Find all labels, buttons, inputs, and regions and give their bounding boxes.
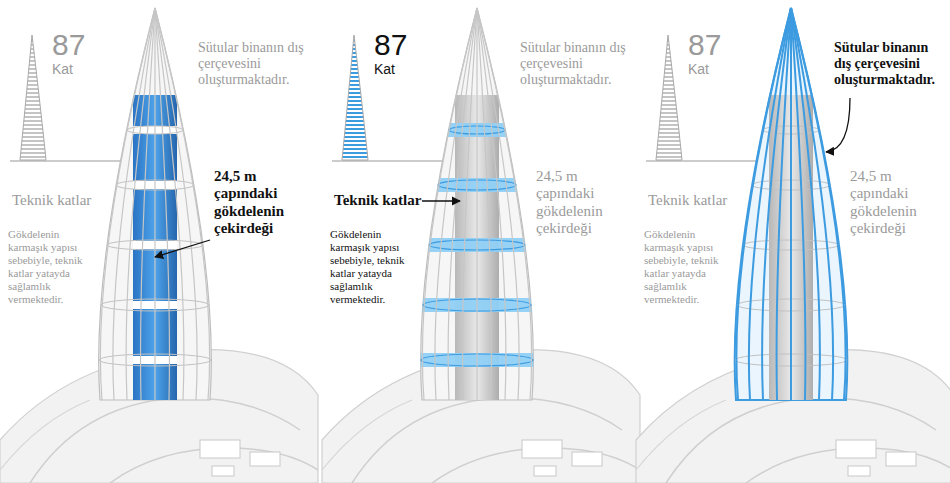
leader-arrow xyxy=(826,98,850,152)
dimension-note: 24,5 m çapındaki gökdelenin çekirdeği xyxy=(214,168,310,237)
dimension-note: 24,5 m çapındaki gökdelenin çekirdeği xyxy=(850,168,946,237)
tower-panel xyxy=(322,8,640,483)
leader-arrow xyxy=(155,240,210,257)
tower-column xyxy=(422,8,531,400)
floor-unit: Kat xyxy=(52,62,73,77)
floor-unit: Kat xyxy=(374,62,395,77)
floor-count: 87 xyxy=(52,30,85,60)
tower-shell xyxy=(735,8,848,400)
description-note: Gökdelenin karmaşık yapısı sebebiyle, te… xyxy=(644,228,732,306)
tower-column xyxy=(100,8,209,400)
floor-count: 87 xyxy=(374,30,407,60)
callout-note: Sütular binanın dış çerçevesini oluşturm… xyxy=(198,40,306,88)
description-note: Gökdelenin karmaşık yapısı sebebiyle, te… xyxy=(8,228,96,306)
part-name: Teknik katlar xyxy=(334,192,421,209)
part-name: Teknik katlar xyxy=(648,192,727,209)
floor-count: 87 xyxy=(688,30,721,60)
callout-note: Sütular binanın dış çerçevesini oluşturm… xyxy=(520,40,628,88)
floor-unit: Kat xyxy=(688,62,709,77)
tower-shell xyxy=(99,8,212,400)
leader-arrow xyxy=(422,200,460,201)
part-name: Teknik katlar xyxy=(12,192,91,209)
tower-column xyxy=(736,8,845,400)
tower-panel xyxy=(636,8,950,483)
tower-panel xyxy=(0,8,318,483)
description-note: Gökdelenin karmaşık yapısı sebebiyle, te… xyxy=(330,228,418,306)
callout-note: Sütular binanın dış çerçevesini oluşturm… xyxy=(834,40,942,88)
dimension-note: 24,5 m çapındaki gökdelenin çekirdeği xyxy=(536,168,632,237)
tower-shell xyxy=(421,8,534,400)
